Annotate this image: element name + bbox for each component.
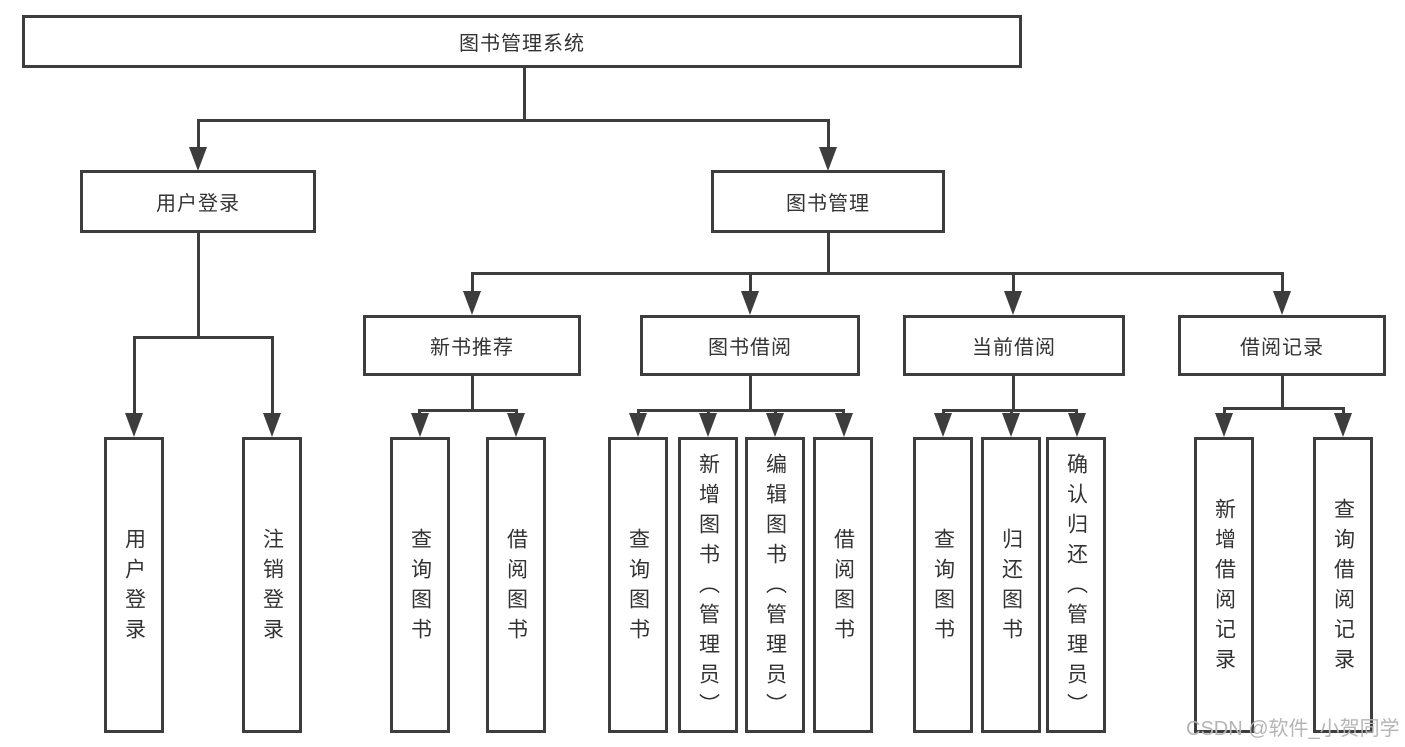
arrowhead-edit-books-admin bbox=[766, 413, 784, 437]
node-current-borrowing-label: 当前借阅 bbox=[972, 337, 1056, 359]
connector-root-stem bbox=[523, 68, 526, 120]
node-leaf-edit-books-admin-label: 编辑图书（管理员） bbox=[763, 453, 787, 723]
node-leaf-logout: 注销登录 bbox=[242, 437, 302, 733]
connector-book-borrowing-branch bbox=[637, 409, 845, 412]
arrowhead-book-management bbox=[819, 147, 837, 171]
node-current-borrowing: 当前借阅 bbox=[903, 315, 1125, 376]
node-leaf-query-books-recommend-label: 查询图书 bbox=[408, 528, 432, 648]
connector-borrowing-records-stem bbox=[1281, 376, 1284, 409]
connector-book-management-stem bbox=[827, 233, 830, 274]
node-leaf-return-books: 归还图书 bbox=[981, 437, 1041, 733]
node-leaf-return-books-label: 归还图书 bbox=[999, 528, 1023, 648]
node-leaf-confirm-return-admin-label: 确认归还（管理员） bbox=[1064, 453, 1088, 723]
arrowhead-current-borrowing bbox=[1004, 291, 1022, 315]
node-book-management-label: 图书管理 bbox=[786, 193, 870, 215]
node-user-login: 用户登录 bbox=[80, 170, 316, 233]
arrowhead-new-book-recommend bbox=[463, 291, 481, 315]
arrowhead-query-books-borrowing bbox=[629, 413, 647, 437]
watermark: CSDN @软件_小贺同学 bbox=[1186, 718, 1400, 740]
arrowhead-confirm-return-admin bbox=[1068, 413, 1086, 437]
arrowhead-leaf-logout bbox=[263, 413, 281, 437]
node-leaf-add-borrow-record: 新增借阅记录 bbox=[1194, 437, 1254, 733]
connector-new-book-recommend-branch bbox=[418, 409, 518, 412]
arrowhead-query-books-current bbox=[934, 413, 952, 437]
arrowhead-user-login bbox=[189, 147, 207, 171]
connector-drop-query-borrow-record bbox=[1342, 407, 1345, 417]
arrowhead-query-borrow-record bbox=[1334, 413, 1352, 437]
node-leaf-query-books-recommend: 查询图书 bbox=[390, 437, 450, 733]
node-root: 图书管理系统 bbox=[22, 15, 1022, 68]
connector-book-borrowing-stem bbox=[749, 376, 752, 411]
connector-drop-current-borrowing bbox=[1012, 272, 1015, 294]
node-leaf-confirm-return-admin: 确认归还（管理员） bbox=[1046, 437, 1106, 733]
connector-drop-book-management bbox=[827, 119, 830, 151]
node-leaf-user-login: 用户登录 bbox=[104, 437, 164, 733]
connector-drop-new-book-recommend bbox=[471, 272, 474, 294]
connector-drop-user-login bbox=[197, 119, 200, 151]
connector-drop-borrowing-records bbox=[1281, 272, 1284, 294]
connector-drop-leaf-logout bbox=[271, 336, 274, 415]
connector-user-login-branch bbox=[133, 336, 274, 339]
node-leaf-query-books-current: 查询图书 bbox=[913, 437, 973, 733]
node-user-login-label: 用户登录 bbox=[156, 193, 240, 215]
arrowhead-add-borrow-record bbox=[1215, 413, 1233, 437]
connector-drop-leaf-user-login bbox=[133, 336, 136, 415]
connector-current-borrowing-stem bbox=[1012, 376, 1015, 411]
node-leaf-borrow-books-recommend: 借阅图书 bbox=[486, 437, 546, 733]
node-root-label: 图书管理系统 bbox=[459, 33, 585, 55]
node-leaf-borrow-books-borrowing-label: 借阅图书 bbox=[831, 528, 855, 648]
arrowhead-query-books-recommend bbox=[411, 413, 429, 437]
arrowhead-book-borrowing bbox=[741, 291, 759, 315]
node-leaf-logout-label: 注销登录 bbox=[260, 528, 284, 648]
node-leaf-add-books-admin-label: 新增图书（管理员） bbox=[696, 453, 720, 723]
connector-user-login-stem bbox=[197, 233, 200, 339]
connector-book-management-branch bbox=[471, 272, 1284, 275]
node-book-borrowing-label: 图书借阅 bbox=[708, 337, 792, 359]
node-leaf-edit-books-admin: 编辑图书（管理员） bbox=[745, 437, 805, 733]
node-leaf-query-books-borrowing: 查询图书 bbox=[608, 437, 668, 733]
node-leaf-query-books-current-label: 查询图书 bbox=[931, 528, 955, 648]
node-leaf-borrow-books-recommend-label: 借阅图书 bbox=[504, 528, 528, 648]
node-book-management: 图书管理 bbox=[711, 170, 945, 233]
node-borrowing-records-label: 借阅记录 bbox=[1240, 337, 1324, 359]
arrowhead-borrow-books-recommend bbox=[507, 413, 525, 437]
connector-root-branch bbox=[197, 119, 829, 122]
node-leaf-add-books-admin: 新增图书（管理员） bbox=[678, 437, 738, 733]
connector-new-book-recommend-stem bbox=[471, 376, 474, 411]
node-book-borrowing: 图书借阅 bbox=[640, 315, 860, 376]
node-leaf-query-borrow-record: 查询借阅记录 bbox=[1313, 437, 1373, 733]
node-new-book-recommend: 新书推荐 bbox=[363, 315, 581, 376]
node-leaf-add-borrow-record-label: 新增借阅记录 bbox=[1212, 498, 1236, 678]
arrowhead-borrow-books-borrowing bbox=[835, 413, 853, 437]
arrowhead-borrowing-records bbox=[1273, 291, 1291, 315]
connector-drop-add-borrow-record bbox=[1223, 407, 1226, 417]
node-borrowing-records: 借阅记录 bbox=[1178, 315, 1386, 376]
node-new-book-recommend-label: 新书推荐 bbox=[430, 337, 514, 359]
connector-drop-book-borrowing bbox=[749, 272, 752, 294]
arrowhead-add-books-admin bbox=[699, 413, 717, 437]
connector-borrowing-records-branch bbox=[1223, 407, 1344, 410]
node-leaf-borrow-books-borrowing: 借阅图书 bbox=[813, 437, 873, 733]
node-leaf-user-login-label: 用户登录 bbox=[122, 528, 146, 648]
node-leaf-query-borrow-record-label: 查询借阅记录 bbox=[1331, 498, 1355, 678]
arrowhead-leaf-user-login bbox=[125, 413, 143, 437]
node-leaf-query-books-borrowing-label: 查询图书 bbox=[626, 528, 650, 648]
arrowhead-return-books bbox=[1002, 413, 1020, 437]
